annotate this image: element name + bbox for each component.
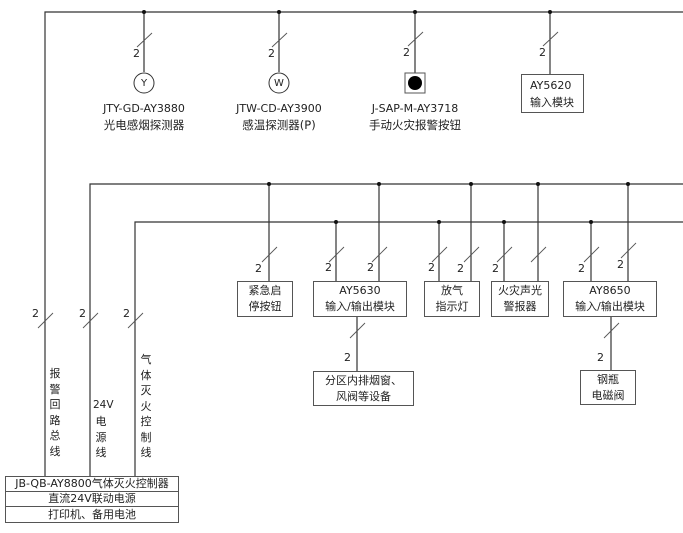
junction-dot bbox=[413, 10, 417, 14]
junction-dot bbox=[536, 182, 540, 186]
heat-detector-symbol: W bbox=[274, 78, 284, 89]
box-line: 钢瓶 bbox=[597, 373, 619, 386]
emergency-stop-button-box: 紧急启 停按钮 bbox=[237, 281, 293, 317]
cylinder-solenoid-valve-box: 钢瓶 电磁阀 bbox=[580, 370, 636, 405]
module-name: 输入模块 bbox=[530, 96, 574, 109]
wire-count: 2 bbox=[255, 262, 262, 275]
wire-count-slash bbox=[136, 32, 153, 48]
junction-dot bbox=[267, 182, 271, 186]
device-name: 光电感烟探测器 bbox=[103, 118, 185, 132]
wire-count: 2 bbox=[268, 47, 275, 60]
junction-dot bbox=[142, 10, 146, 14]
wire-count-slash bbox=[371, 246, 388, 263]
box-line: 风阀等设备 bbox=[336, 390, 391, 403]
box-line: 电磁阀 bbox=[591, 389, 625, 402]
wire-count-slash bbox=[620, 242, 637, 259]
gas-extinguishing-controller: JB-QB-AY8800气体灭火控制器 bbox=[5, 476, 179, 492]
wire-count: 2 bbox=[428, 261, 435, 274]
junction-dot bbox=[469, 182, 473, 186]
junction-dot bbox=[626, 182, 630, 186]
alarm-bus-label: 报警回路总线 bbox=[49, 367, 61, 458]
box-line: 放气 bbox=[441, 284, 463, 297]
wire-count-slash bbox=[37, 312, 54, 329]
box-line: AY8650 bbox=[589, 284, 631, 297]
box-line: AY5630 bbox=[339, 284, 381, 297]
box-line: 分区内排烟窗、 bbox=[325, 374, 402, 387]
discharge-indicator-box: 放气 指示灯 bbox=[424, 281, 480, 317]
box-line: 火灾声光 bbox=[498, 284, 542, 297]
wire-count: 2 bbox=[32, 307, 39, 320]
junction-dot bbox=[334, 220, 338, 224]
wire-count: 2 bbox=[492, 262, 499, 275]
wire-count-slash bbox=[463, 246, 480, 263]
wire-count: 2 bbox=[403, 46, 410, 59]
wire-count-slash bbox=[261, 246, 278, 263]
audible-visual-alarm-box: 火灾声光 警报器 bbox=[491, 281, 549, 317]
io-module-ay8650-box: AY8650 输入/输出模块 bbox=[563, 281, 657, 317]
wire-count-slash bbox=[82, 312, 99, 329]
wire-count-slash bbox=[328, 246, 345, 263]
dc-24v-power-supply: 直流24V联动电源 bbox=[5, 491, 179, 507]
wire-count: 2 bbox=[123, 307, 130, 320]
device-model: J-SAP-M-AY3718 bbox=[371, 102, 459, 115]
wire-count: 2 bbox=[539, 46, 546, 59]
wire-count-slash bbox=[603, 322, 620, 339]
wire-count-slash bbox=[407, 31, 424, 47]
junction-dot bbox=[589, 220, 593, 224]
gas-control-bus-line bbox=[134, 221, 683, 476]
wire-count-slash bbox=[271, 32, 288, 48]
smoke-detector-symbol: Y bbox=[140, 78, 148, 89]
box-line: 输入/输出模块 bbox=[575, 300, 645, 313]
wire-count: 2 bbox=[325, 261, 332, 274]
wire-count: 2 bbox=[597, 351, 604, 364]
module-model: AY5620 bbox=[530, 79, 572, 92]
wire-count-slash bbox=[431, 246, 448, 263]
box-line: 停按钮 bbox=[248, 300, 282, 313]
device-name: 感温探测器(P) bbox=[242, 118, 316, 132]
smoke-detector-icon bbox=[133, 72, 155, 94]
wire-count: 2 bbox=[367, 261, 374, 274]
wire-count: 2 bbox=[457, 262, 464, 275]
junction-dot bbox=[502, 220, 506, 224]
printer-backup-battery: 打印机、备用电池 bbox=[5, 506, 179, 523]
power-bus-line bbox=[89, 183, 683, 476]
wire-count-slash bbox=[127, 312, 144, 329]
device-model: JTY-GD-AY3880 bbox=[103, 102, 185, 115]
wire-count: 2 bbox=[133, 47, 140, 60]
junction-dot bbox=[277, 10, 281, 14]
wire-count-slash bbox=[542, 31, 559, 47]
smoke-vent-equipment-box: 分区内排烟窗、 风阀等设备 bbox=[313, 371, 414, 406]
wire-count-slash bbox=[583, 246, 600, 263]
wire-count-slash bbox=[530, 246, 547, 263]
power-line-label: 电源线 bbox=[95, 415, 107, 459]
wire-count: 2 bbox=[344, 351, 351, 364]
box-line: 指示灯 bbox=[435, 300, 469, 313]
gas-control-line-label: 气体灭火控制线 bbox=[140, 353, 152, 459]
box-line: 警报器 bbox=[503, 300, 537, 313]
wire-count: 2 bbox=[578, 262, 585, 275]
junction-dot bbox=[377, 182, 381, 186]
junction-dot bbox=[548, 10, 552, 14]
wire-count-slash bbox=[496, 246, 513, 263]
heat-detector-icon bbox=[268, 72, 290, 94]
junction-dot bbox=[437, 220, 441, 224]
device-name: 手动火灾报警按钮 bbox=[369, 118, 461, 132]
box-line: 紧急启 bbox=[248, 284, 282, 297]
device-model: JTW-CD-AY3900 bbox=[236, 102, 322, 115]
power-line-voltage-label: 24V bbox=[93, 399, 114, 411]
input-module-box: AY5620 输入模块 bbox=[521, 74, 584, 113]
wire-count: 2 bbox=[79, 307, 86, 320]
wire-count-slash bbox=[349, 322, 366, 339]
wire-count: 2 bbox=[617, 258, 624, 271]
box-line: 输入/输出模块 bbox=[325, 300, 395, 313]
io-module-ay5630-box: AY5630 输入/输出模块 bbox=[313, 281, 407, 317]
